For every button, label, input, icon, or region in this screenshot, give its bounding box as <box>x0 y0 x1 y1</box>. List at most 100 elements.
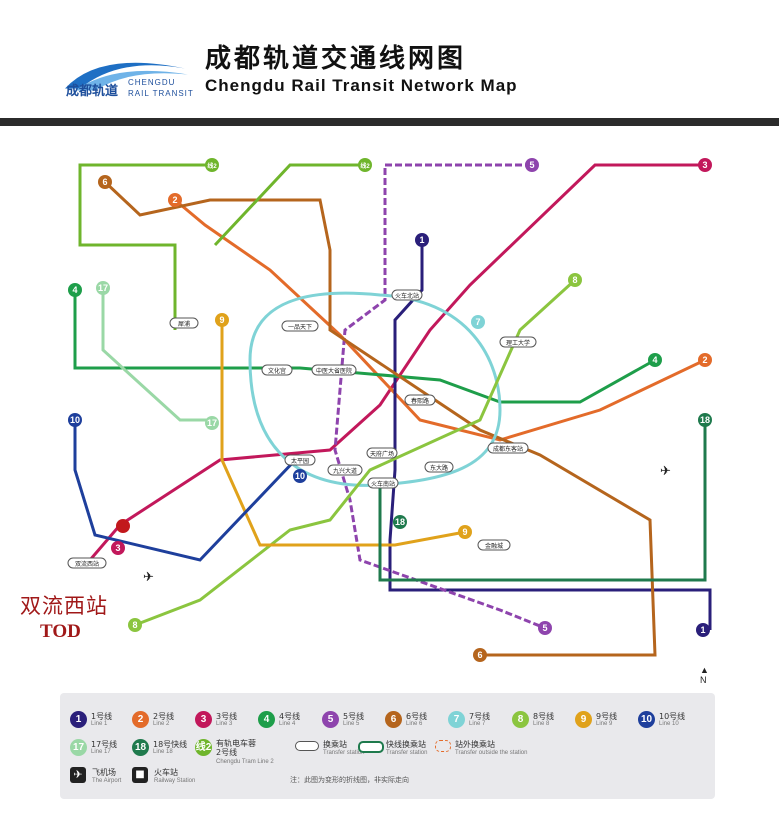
line-1-badge-south: 1 <box>696 623 710 637</box>
tram-line-2-badge-east: 线2 <box>358 158 372 172</box>
line-9-badge: 9 <box>215 313 229 327</box>
svg-text:5: 5 <box>529 160 534 170</box>
line-2-badge-east: 2 <box>698 353 712 367</box>
station-chunxi[interactable]: 春熙路 <box>404 394 436 406</box>
station-dongda[interactable]: 东大路 <box>424 461 454 473</box>
transfer-station-symbol <box>295 741 319 751</box>
legend-line-label-en: Line 8 <box>533 721 550 727</box>
svg-text:2: 2 <box>172 195 177 205</box>
svg-text:3: 3 <box>702 160 707 170</box>
line-18-badge-inner: 18 <box>393 515 407 529</box>
legend-line-label-en: Line 3 <box>216 721 233 727</box>
legend-line-badge: 9 <box>575 711 592 728</box>
line-4-badge-east: 4 <box>648 353 662 367</box>
line-17-track <box>101 288 210 422</box>
legend-line-badge: 17 <box>70 739 87 756</box>
legend-line-badge: 3 <box>195 711 212 728</box>
line-17-badge-east: 17 <box>205 416 219 430</box>
legend-line-label-en: Line 17 <box>91 749 111 755</box>
station-jiuxing[interactable]: 九兴大道 <box>327 464 363 476</box>
station-shuangliu-west[interactable]: 双流西站 <box>67 557 107 569</box>
svg-text:3: 3 <box>115 543 120 553</box>
svg-text:4: 4 <box>652 355 657 365</box>
legend-line-label: 7号线 <box>469 712 491 721</box>
svg-text:5: 5 <box>542 623 547 633</box>
svg-text:17: 17 <box>98 283 108 293</box>
fast-transfer-label-en: Transfer station <box>386 750 428 756</box>
airport-legend-icon: ✈ <box>70 767 86 783</box>
svg-text:8: 8 <box>132 620 137 630</box>
svg-text:线2: 线2 <box>360 162 370 170</box>
svg-text:10: 10 <box>70 415 80 425</box>
station-taipingyuan[interactable]: 太平园 <box>284 454 316 466</box>
logo-text-en-1: CHENGDU <box>128 78 176 87</box>
train-legend-icon: ■ <box>132 767 148 783</box>
logo-text-cn: 成都轨道 <box>66 84 119 99</box>
svg-text:1: 1 <box>700 625 705 635</box>
shuangliu-west-tod-marker <box>116 519 130 533</box>
station-chengdu-east[interactable]: 成都东客站 <box>487 442 529 454</box>
station-yihe[interactable]: 一品天下 <box>281 320 319 332</box>
station-south-railway[interactable]: 火车南站 <box>367 477 399 489</box>
transfer-station-label: 换乘站 <box>323 740 347 749</box>
legend-line-label: 18号快线 <box>153 740 188 749</box>
svg-text:4: 4 <box>72 285 77 295</box>
airport-legend-label-en: The Airport <box>92 778 122 784</box>
svg-text:18: 18 <box>700 415 710 425</box>
svg-text:9: 9 <box>462 527 467 537</box>
legend-line-badge: 18 <box>132 739 149 756</box>
legend-line-label-en: Line 7 <box>469 721 486 727</box>
line-1-track <box>388 240 712 630</box>
line-5-badge: 5 <box>525 158 539 172</box>
svg-text:7: 7 <box>475 317 480 327</box>
svg-text:1: 1 <box>419 235 424 245</box>
station-xipu[interactable]: 犀浦 <box>169 317 199 329</box>
rail-network-map[interactable]: 1 1 2 2 3 3 4 4 5 5 6 6 7 8 8 9 9 10 10 … <box>0 126 779 686</box>
airport-legend-label: 飞机场 <box>92 768 116 777</box>
station-lizhi[interactable]: 理工大学 <box>499 336 537 348</box>
legend-line-label: 4号线 <box>279 712 301 721</box>
line-9-badge-south: 9 <box>458 525 472 539</box>
tram-line-2-branch <box>213 163 365 247</box>
svg-text:火车南站: 火车南站 <box>371 480 395 488</box>
line-7-badge: 7 <box>471 315 485 329</box>
svg-text:一品天下: 一品天下 <box>288 324 312 331</box>
legend-line-badge: 6 <box>385 711 402 728</box>
svg-text:天府广场: 天府广场 <box>370 450 394 458</box>
chengdu-rail-logo <box>65 62 188 91</box>
line-6-badge: 6 <box>98 175 112 189</box>
svg-text:6: 6 <box>102 177 107 187</box>
fast-transfer-symbol <box>358 741 384 753</box>
header-divider <box>0 118 779 126</box>
svg-text:18: 18 <box>395 517 405 527</box>
line-8-badge-south: 8 <box>128 618 142 632</box>
station-wenhua-palace[interactable]: 文化宫 <box>261 364 293 376</box>
line-4-badge: 4 <box>68 283 82 297</box>
transfer-station-label-en: Transfer station <box>323 750 365 756</box>
svg-text:9: 9 <box>219 315 224 325</box>
legend-line-badge: 2 <box>132 711 149 728</box>
station-zhongyi[interactable]: 中医大省医院 <box>311 364 357 376</box>
airport-icon-east: ✈ <box>660 464 671 479</box>
tram-line-2-badge: 线2 <box>205 158 219 172</box>
airport-icon: ✈ <box>143 570 154 585</box>
legend-line-label: 有轨电车蓉2号线 <box>216 739 256 757</box>
line-4-track <box>73 290 656 404</box>
station-north-railway[interactable]: 火车北站 <box>391 289 423 301</box>
legend-line-label: 9号线 <box>596 712 618 721</box>
svg-text:火车北站: 火车北站 <box>395 292 419 300</box>
legend-line-label-en: Line 10 <box>659 721 679 727</box>
line-3-badge-west: 3 <box>111 541 125 555</box>
railway-legend-label-en: Railway Station <box>154 778 196 784</box>
tod-annotation-station: 双流西站 <box>20 594 108 618</box>
svg-text:理工大学: 理工大学 <box>506 339 530 347</box>
station-tianfu-square[interactable]: 天府广场 <box>366 447 398 459</box>
legend-line-badge: 线2 <box>195 739 212 756</box>
station-jincheng[interactable]: 金融城 <box>477 539 511 551</box>
legend-line-label-en: Line 18 <box>153 749 173 755</box>
svg-text:8: 8 <box>572 275 577 285</box>
svg-text:文化宫: 文化宫 <box>268 367 286 375</box>
line-6-badge-south: 6 <box>473 648 487 662</box>
railway-legend-label: 火车站 <box>154 768 178 777</box>
